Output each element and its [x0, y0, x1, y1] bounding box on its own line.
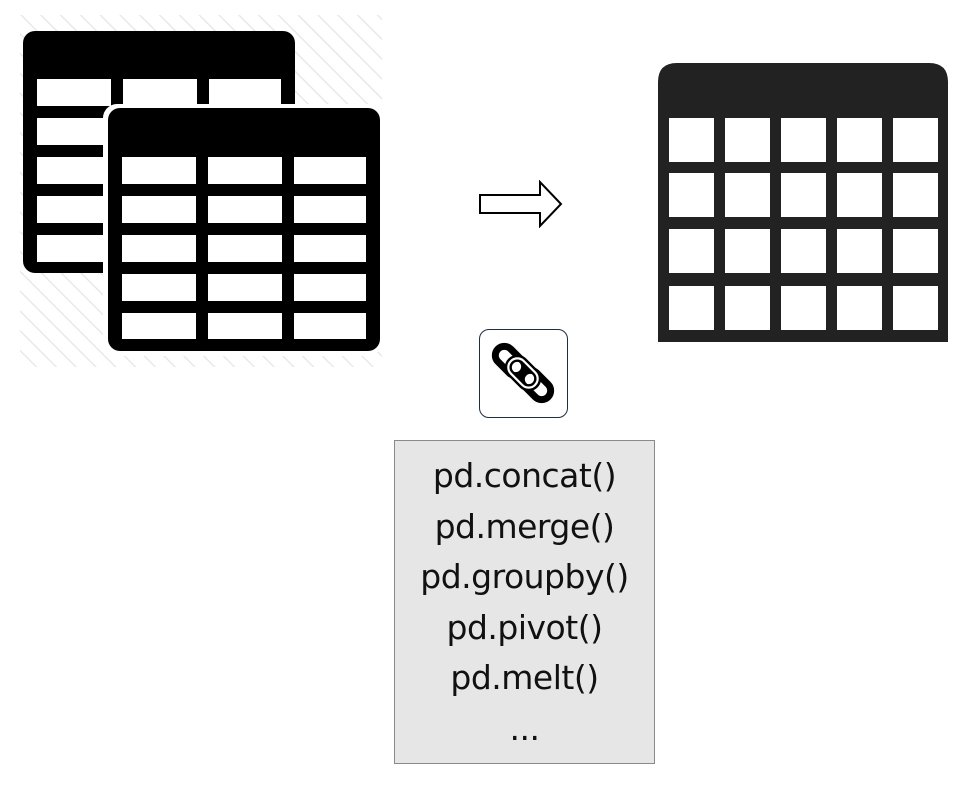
- chain-link-icon: [491, 342, 555, 404]
- function-pivot: pd.pivot(): [446, 607, 603, 647]
- functions-box: pd.concat() pd.merge() pd.groupby() pd.p…: [394, 440, 655, 764]
- function-concat: pd.concat(): [432, 456, 617, 495]
- right-arrow-icon: [479, 180, 563, 228]
- function-melt: pd.melt(): [450, 658, 599, 697]
- front-table-icon: [108, 108, 380, 351]
- stacked-tables-icon: [20, 15, 382, 367]
- function-merge: pd.merge(): [434, 506, 615, 546]
- chain-link-box: [479, 329, 568, 418]
- table-grid-icon: [658, 63, 948, 342]
- functions-list: pd.concat() pd.merge() pd.groupby() pd.p…: [395, 451, 654, 754]
- function-groupby: pd.groupby(): [420, 557, 629, 596]
- function-ellipsis: ...: [509, 708, 540, 748]
